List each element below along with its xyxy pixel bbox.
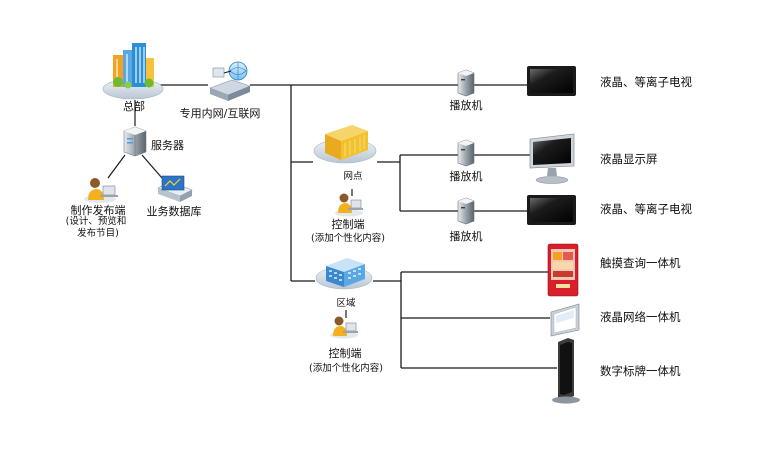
player-1-label: 播放机 [449,99,483,112]
server-icon [123,126,147,157]
player-2-icon [457,139,475,167]
signage-icon [552,338,580,404]
player-3-label: 播放机 [449,230,483,243]
publisher-label: 制作发布端 [70,204,126,217]
region-building-icon [315,258,373,290]
region-controller-icon [330,316,358,339]
kiosk-icon [547,243,579,297]
region-label: 区域 [336,298,356,309]
outlet-controller-note: (添加个性化内容) [311,233,385,244]
device-label-kiosk: 触摸查询一体机 [600,256,681,270]
outlet-building-icon [313,125,377,164]
hq-label: 总部 [123,100,145,113]
publisher-note-line-1: (设计、预览和 [65,216,127,227]
device-label-wall-display: 液晶网络一体机 [600,310,681,324]
network-switch-icon [209,61,251,101]
line-server-publisher [107,154,126,179]
device-label-tv-1: 液晶、等离子电视 [600,75,692,89]
player-2-label: 播放机 [449,170,483,183]
line-server-database [141,154,163,179]
device-label-monitor: 液晶显示屏 [600,152,658,166]
outlet-label: 网点 [343,171,363,182]
region-controller-note: (添加个性化内容) [309,363,383,374]
network-label: 专用内网/互联网 [179,107,261,120]
player-3-icon [457,197,475,225]
publisher-note-line-2: 发布节目) [77,228,119,239]
tv-icon [527,66,576,96]
publisher-person-icon [84,178,118,203]
outlet-controller-label: 控制端 [331,218,365,231]
tv-icon [527,195,576,225]
database-icon [157,175,193,202]
database-label: 业务数据库 [146,205,202,218]
connection-lines [107,84,557,369]
outlet-controller-icon [335,193,363,217]
hq-building-icon [102,43,164,100]
device-label-signage: 数字标牌一体机 [600,364,681,378]
player-1-icon [457,69,475,97]
region-controller-label: 控制端 [328,347,362,360]
monitor-icon [529,133,575,184]
wall-display-icon [550,303,580,337]
device-label-tv-2: 液晶、等离子电视 [600,202,692,216]
server-label: 服务器 [151,139,184,152]
